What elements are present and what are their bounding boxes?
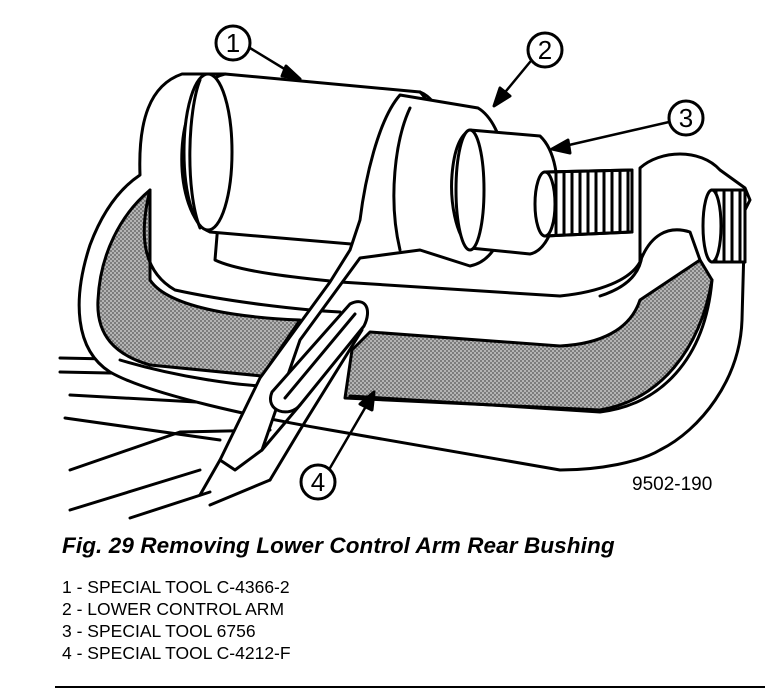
legend-text: LOWER CONTROL ARM (87, 599, 285, 619)
figure-code: 9502-190 (632, 474, 712, 495)
legend-item: 3 - SPECIAL TOOL 6756 (62, 621, 256, 641)
legend-text: SPECIAL TOOL 6756 (87, 621, 256, 641)
tool-6756-receiver (450, 128, 559, 256)
legend-number: 4 (62, 643, 72, 663)
callout-3 (550, 99, 705, 155)
callout-1-number: 1 (226, 28, 240, 58)
legend-number: 3 (62, 621, 72, 641)
callout-3-number: 3 (679, 103, 693, 133)
figure-caption: Fig. 29 Removing Lower Control Arm Rear … (62, 533, 615, 558)
legend-number: 2 (62, 599, 72, 619)
legend-text: SPECIAL TOOL C-4212-F (87, 643, 291, 663)
callout-2-number: 2 (538, 35, 552, 65)
legend-item: 4 - SPECIAL TOOL C-4212-F (62, 643, 291, 663)
bushing-removal-illustration: 1 2 3 4 9502-190 (58, 24, 752, 520)
callout-4-number: 4 (311, 467, 325, 497)
callout-1 (214, 24, 302, 81)
legend-item: 1 - SPECIAL TOOL C-4366-2 (62, 577, 290, 597)
legend-number: 1 (62, 577, 72, 597)
threaded-screw (533, 168, 747, 264)
legend-list: 1 - SPECIAL TOOL C-4366-2 2 - LOWER CONT… (62, 576, 291, 664)
callout-2 (492, 31, 564, 108)
legend-text: SPECIAL TOOL C-4366-2 (87, 577, 290, 597)
bottom-rule (55, 686, 765, 688)
callout-4 (299, 390, 376, 501)
c-frame-press (77, 72, 752, 472)
legend-item: 2 - LOWER CONTROL ARM (62, 599, 285, 619)
